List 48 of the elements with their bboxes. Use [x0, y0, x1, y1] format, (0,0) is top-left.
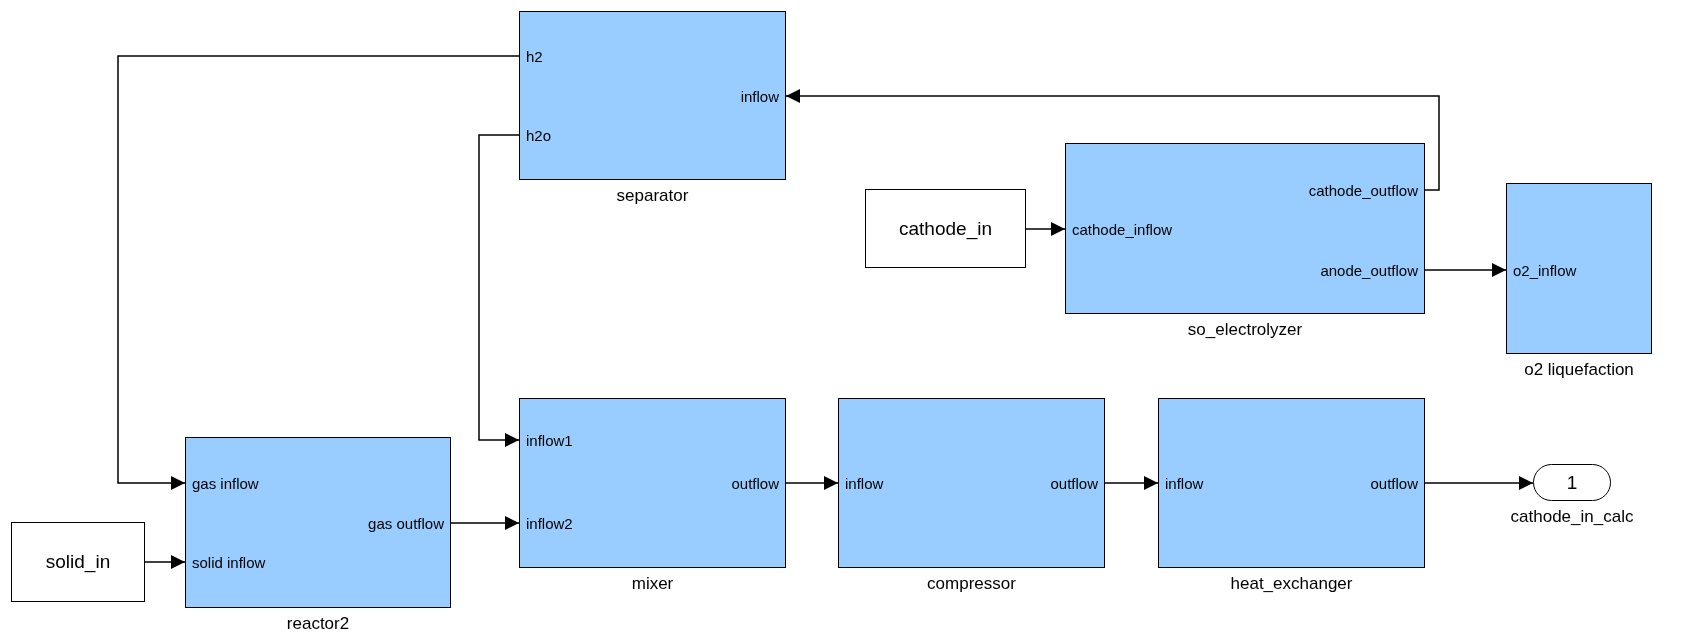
block-label: 1	[1565, 471, 1579, 494]
signal-arrow	[478, 134, 520, 447]
port-label: inflow	[1165, 475, 1204, 493]
port-label: outflow	[1370, 475, 1418, 493]
inport-block	[11, 522, 145, 602]
block-label: solid_in	[44, 551, 112, 573]
signal-arrow	[117, 55, 520, 490]
signal-arrow	[1025, 222, 1066, 236]
port-label: gas outflow	[368, 515, 444, 533]
port-label: outflow	[1050, 475, 1098, 493]
process-block	[519, 11, 786, 180]
port-label: cathode_inflow	[1072, 221, 1173, 239]
block-name: so_electrolyzer	[1187, 320, 1303, 340]
signal-arrow	[785, 476, 839, 490]
signal-arrow	[785, 89, 1440, 191]
process-block	[1158, 398, 1425, 568]
signal-arrow	[450, 516, 520, 530]
block-name: separator	[616, 186, 689, 206]
block-name: mixer	[631, 574, 674, 594]
block-label: cathode_in	[898, 217, 993, 240]
port-label: cathode_outflow	[1308, 182, 1418, 200]
block-name: heat_exchanger	[1230, 574, 1353, 594]
process-block	[838, 398, 1105, 568]
process-block	[519, 398, 786, 568]
block-name: cathode_in_calc	[1510, 507, 1634, 527]
outport-block	[1533, 464, 1611, 501]
process-block	[1506, 183, 1652, 354]
process-block	[185, 437, 451, 608]
port-label: inflow2	[526, 515, 573, 533]
port-label: solid inflow	[192, 554, 266, 572]
block-name: compressor	[927, 574, 1016, 594]
signal-arrow	[1104, 476, 1159, 490]
port-label: inflow	[740, 88, 779, 106]
signal-arrow	[1424, 476, 1534, 490]
port-label: outflow	[731, 475, 779, 493]
inport-block	[865, 189, 1026, 268]
block-name: reactor2	[286, 614, 350, 634]
process-block	[1065, 143, 1425, 314]
port-label: h2	[526, 48, 543, 66]
signal-arrow	[144, 555, 186, 569]
port-label: o2_inflow	[1513, 262, 1577, 280]
signal-arrow	[1424, 263, 1507, 277]
port-label: inflow1	[526, 432, 573, 450]
port-label: anode_outflow	[1320, 262, 1418, 280]
port-label: inflow	[845, 475, 884, 493]
port-label: gas inflow	[192, 475, 259, 493]
block-name: o2 liquefaction	[1524, 360, 1634, 380]
port-label: h2o	[526, 127, 552, 145]
